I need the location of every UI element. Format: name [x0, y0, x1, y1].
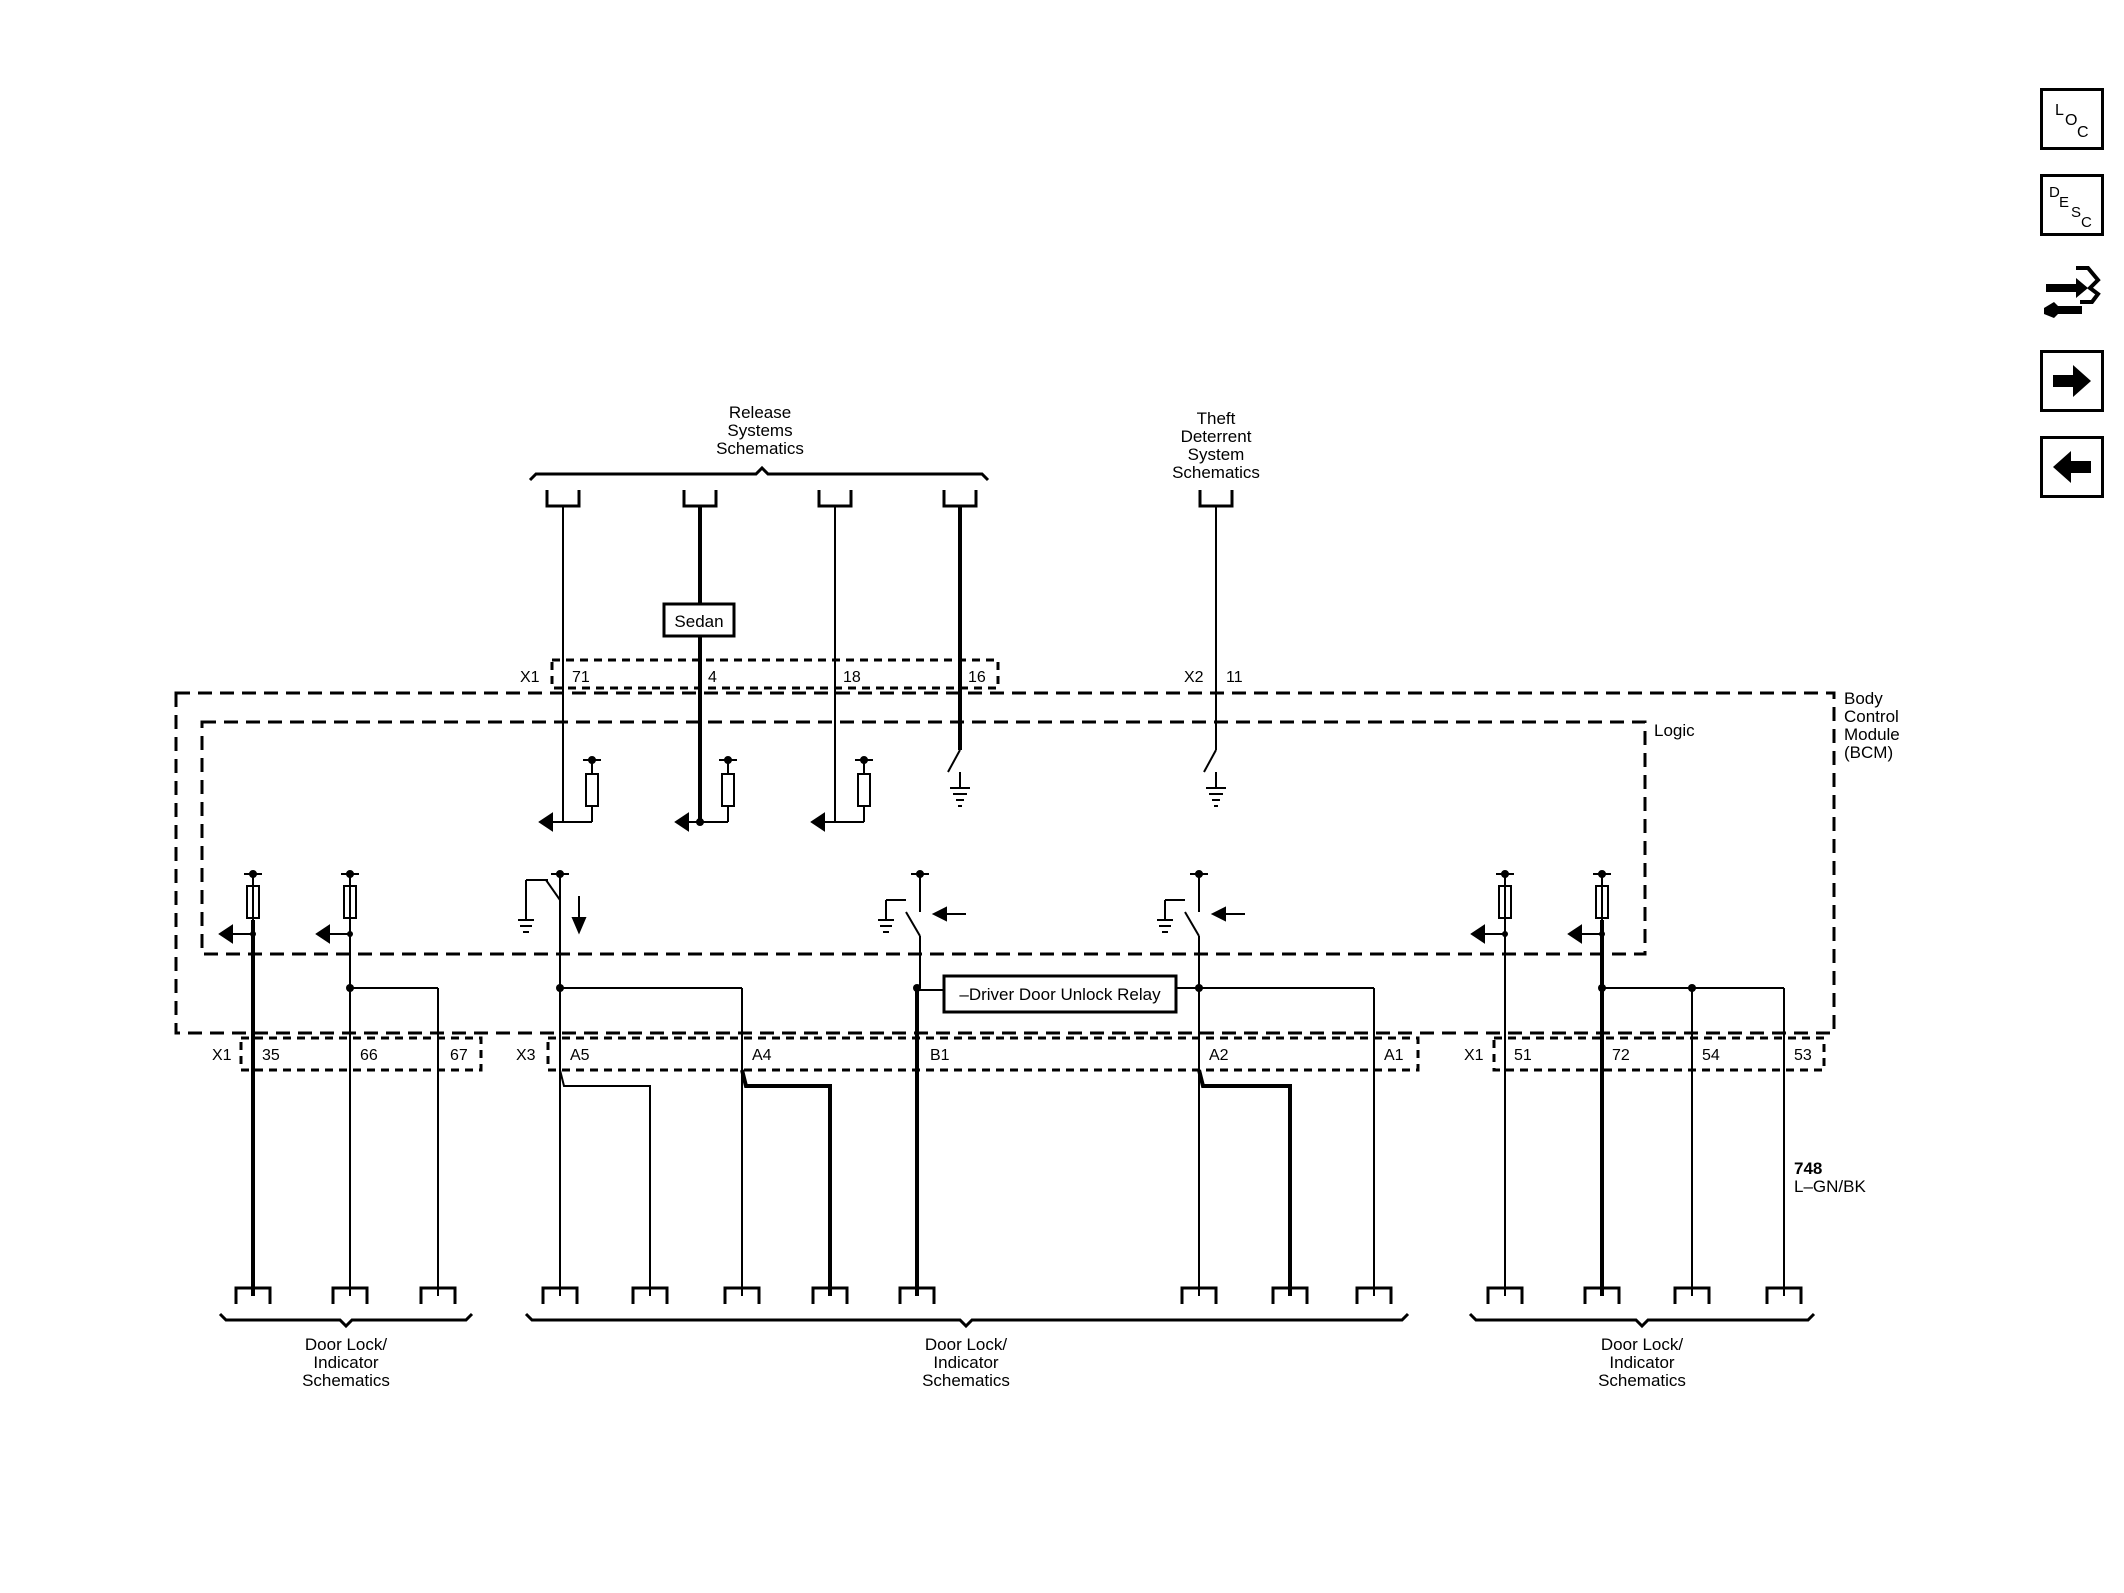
- logic-box: [200, 720, 1647, 956]
- door-lock-label-right: Door Lock/ Indicator Schematics: [1598, 1335, 1686, 1390]
- connector-wrench-icon[interactable]: [2040, 258, 2104, 320]
- label-line: Release: [729, 403, 791, 422]
- pin-label: 71: [572, 669, 590, 686]
- bcm-module-box: [174, 691, 1836, 1035]
- input-circuit: [1567, 870, 1611, 944]
- input-circuit: [218, 870, 262, 944]
- door-lock-label-center: Door Lock/ Indicator Schematics: [922, 1335, 1010, 1390]
- connector-wires: [251, 1038, 1785, 1070]
- input-circuit: [315, 870, 359, 944]
- location-button[interactable]: L O C: [2040, 88, 2104, 150]
- release-bracket: [528, 465, 990, 482]
- left-x1-connector: [239, 1036, 483, 1072]
- desc-letter: C: [2081, 214, 2092, 231]
- label-line: System: [1188, 445, 1245, 464]
- branch-wires: [559, 1069, 1292, 1296]
- pin-label: 4: [708, 669, 717, 686]
- relay-label: –Driver Door Unlock Relay: [959, 985, 1161, 1004]
- desc-letter: E: [2059, 194, 2069, 211]
- label-line: Door Lock/: [305, 1335, 387, 1354]
- pin-label: 51: [1514, 1047, 1532, 1064]
- label-line: Indicator: [1609, 1353, 1675, 1372]
- pin-label: A4: [752, 1047, 772, 1064]
- label-line: Control: [1844, 707, 1899, 726]
- ground-switch: [1203, 749, 1226, 807]
- arrow-left-icon: [2053, 451, 2091, 483]
- label-line: Deterrent: [1181, 427, 1252, 446]
- pin-label: 67: [450, 1047, 468, 1064]
- pin-label: A1: [1384, 1047, 1404, 1064]
- connector-name: X1: [1464, 1047, 1484, 1064]
- input-circuit: [810, 756, 873, 832]
- pin-label: 16: [968, 669, 986, 686]
- label-line: Schematics: [716, 439, 804, 458]
- connector-name: X1: [520, 669, 540, 686]
- output-driver: [878, 870, 966, 988]
- mid-x3-connector: [546, 1036, 1420, 1072]
- previous-page-button[interactable]: [2040, 436, 2104, 498]
- label-line: (BCM): [1844, 743, 1893, 762]
- pin-label: 18: [843, 669, 861, 686]
- connector-name: X3: [516, 1047, 536, 1064]
- input-circuit: [538, 756, 601, 832]
- pin-label: 66: [360, 1047, 378, 1064]
- output-driver: [1157, 870, 1245, 988]
- pin-label: 11: [1226, 669, 1243, 686]
- loc-letter: C: [2077, 124, 2089, 141]
- next-page-button[interactable]: [2040, 350, 2104, 412]
- pin-label: 72: [1612, 1047, 1630, 1064]
- label-line: Schematics: [1598, 1371, 1686, 1390]
- desc-letter: S: [2071, 204, 2081, 221]
- label-line: Module: [1844, 725, 1900, 744]
- theft-deterrent-label: Theft Deterrent System Schematics: [1172, 409, 1260, 482]
- pin-label: 53: [1794, 1047, 1812, 1064]
- ground-switch: [947, 749, 970, 807]
- logic-label: Logic: [1654, 721, 1695, 740]
- description-button[interactable]: D E S C: [2040, 174, 2104, 236]
- pin-label: 54: [1702, 1047, 1720, 1064]
- pin-label: A5: [570, 1047, 590, 1064]
- loc-letter: O: [2065, 112, 2077, 129]
- pin-label: 35: [262, 1047, 280, 1064]
- label-line: Schematics: [922, 1371, 1010, 1390]
- pin-label: B1: [930, 1047, 950, 1064]
- label-line: Schematics: [302, 1371, 390, 1390]
- pin-label: A2: [1209, 1047, 1229, 1064]
- wire-color: L–GN/BK: [1794, 1177, 1866, 1196]
- input-circuit: [674, 756, 737, 832]
- arrow-right-icon: [2053, 365, 2091, 397]
- label-line: Theft: [1197, 409, 1236, 428]
- label-line: Schematics: [1172, 463, 1260, 482]
- label-line: Door Lock/: [1601, 1335, 1683, 1354]
- output-driver: [518, 870, 587, 988]
- connector-name: X2: [1184, 669, 1204, 686]
- bottom-brackets: [218, 1312, 1816, 1329]
- sedan-label: Sedan: [674, 612, 723, 631]
- label-line: Indicator: [933, 1353, 999, 1372]
- door-lock-label-left: Door Lock/ Indicator Schematics: [302, 1335, 390, 1390]
- input-circuit: [1470, 870, 1514, 944]
- bottom-terminals: [234, 1286, 1803, 1304]
- driver-door-unlock-relay: [942, 974, 1178, 1014]
- right-x1-connector: [1492, 1036, 1826, 1072]
- label-line: Body: [1844, 689, 1883, 708]
- desc-letter: D: [2049, 184, 2060, 201]
- top-x1-connector: [550, 658, 1000, 690]
- release-systems-label: Release Systems Schematics: [716, 403, 804, 458]
- circuit-number: 748: [1794, 1159, 1822, 1178]
- bcm-label: Body Control Module (BCM): [1844, 689, 1900, 762]
- wire-label: 748 L–GN/BK: [1794, 1159, 1866, 1196]
- top-terminals: [545, 490, 1234, 508]
- loc-letter: L: [2055, 102, 2064, 119]
- connector-name: X1: [212, 1047, 232, 1064]
- sedan-box: [662, 602, 736, 638]
- label-line: Indicator: [313, 1353, 379, 1372]
- label-line: Systems: [727, 421, 792, 440]
- label-line: Door Lock/: [925, 1335, 1007, 1354]
